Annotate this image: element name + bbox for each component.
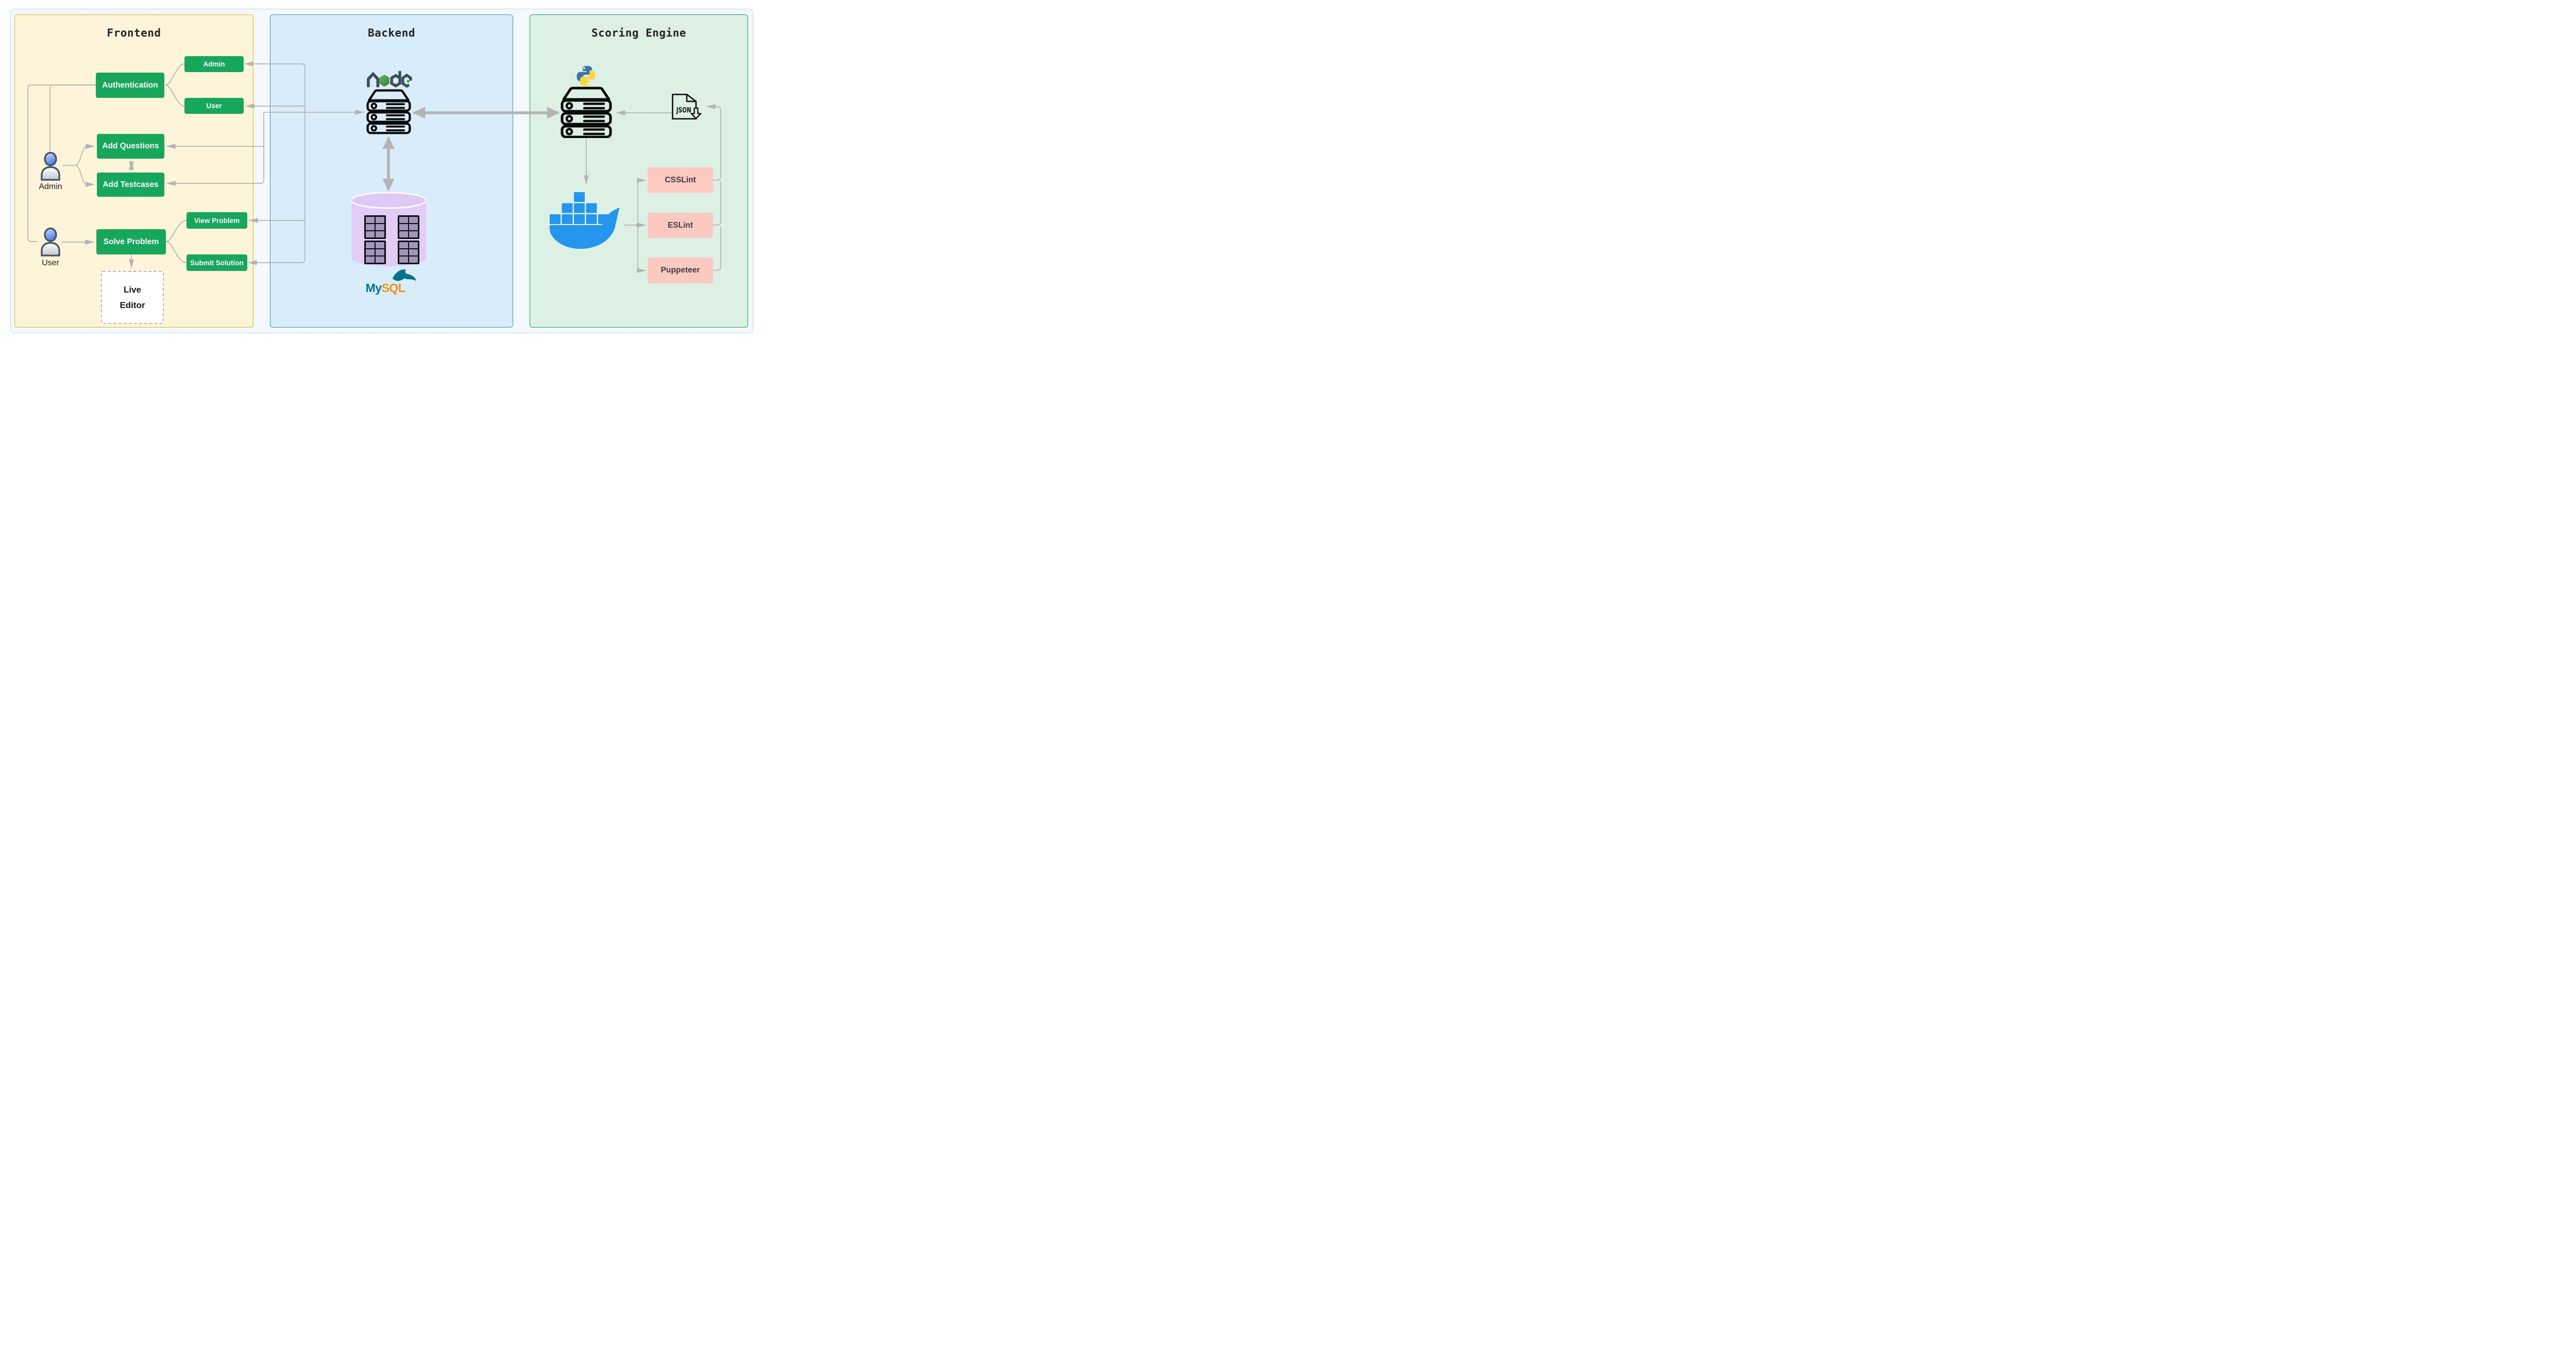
- mysql-sql-text: SQL: [381, 281, 405, 295]
- puppeteer-node: Puppeteer: [648, 258, 713, 283]
- admin-role-node: Admin: [184, 56, 244, 72]
- backend-title: Backend: [367, 27, 415, 39]
- puppeteer-label: Puppeteer: [660, 266, 700, 275]
- live-editor-line1: Live: [123, 284, 142, 295]
- admin-person-icon: [41, 151, 60, 181]
- csslint-label: CSSLint: [665, 175, 696, 184]
- frontend-title: Frontend: [107, 27, 161, 39]
- scoring-server-icon: [561, 87, 612, 138]
- authentication-node: Authentication: [96, 73, 164, 98]
- db-table-icon: [364, 241, 386, 264]
- add-testcases-label: Add Testcases: [103, 180, 159, 189]
- scoring-engine-title: Scoring Engine: [591, 27, 686, 39]
- diagram-canvas: Frontend Backend Scoring Engine: [0, 0, 762, 342]
- solve-problem-node: Solve Problem: [96, 229, 166, 254]
- admin-actor-label: Admin: [39, 182, 62, 191]
- submit-solution-node: Submit Solution: [187, 254, 247, 271]
- docker-whale-icon: [549, 192, 620, 249]
- admin-role-label: Admin: [203, 60, 225, 68]
- add-questions-node: Add Questions: [97, 134, 164, 159]
- node-server-icon: [366, 89, 411, 134]
- csslint-node: CSSLint: [648, 167, 713, 193]
- eslint-label: ESLint: [667, 220, 693, 230]
- view-problem-label: View Problem: [194, 216, 240, 225]
- eslint-node: ESLint: [648, 213, 713, 238]
- json-label: JSON: [676, 107, 691, 115]
- add-testcases-node: Add Testcases: [97, 173, 164, 197]
- solve-problem-label: Solve Problem: [103, 237, 159, 246]
- live-editor-node: Live Editor: [101, 271, 164, 324]
- user-person-icon: [41, 227, 60, 256]
- add-questions-label: Add Questions: [102, 142, 159, 150]
- view-problem-node: View Problem: [187, 212, 247, 229]
- mysql-dolphin-icon: [392, 269, 417, 281]
- db-table-icon: [398, 241, 419, 264]
- db-table-icon: [364, 215, 386, 239]
- mysql-my-text: My: [365, 281, 382, 295]
- db-table-icon: [398, 215, 419, 239]
- json-file-icon: JSON: [672, 93, 702, 120]
- user-role-node: User: [184, 98, 244, 114]
- live-editor-line2: Editor: [120, 300, 145, 310]
- user-actor-label: User: [42, 259, 59, 267]
- submit-solution-label: Submit Solution: [190, 259, 244, 267]
- authentication-label: Authentication: [102, 80, 158, 90]
- python-logo-icon: [577, 66, 596, 86]
- user-role-label: User: [206, 102, 222, 110]
- scoring-engine-panel: [530, 14, 748, 328]
- nodejs-logo-icon: [367, 71, 412, 88]
